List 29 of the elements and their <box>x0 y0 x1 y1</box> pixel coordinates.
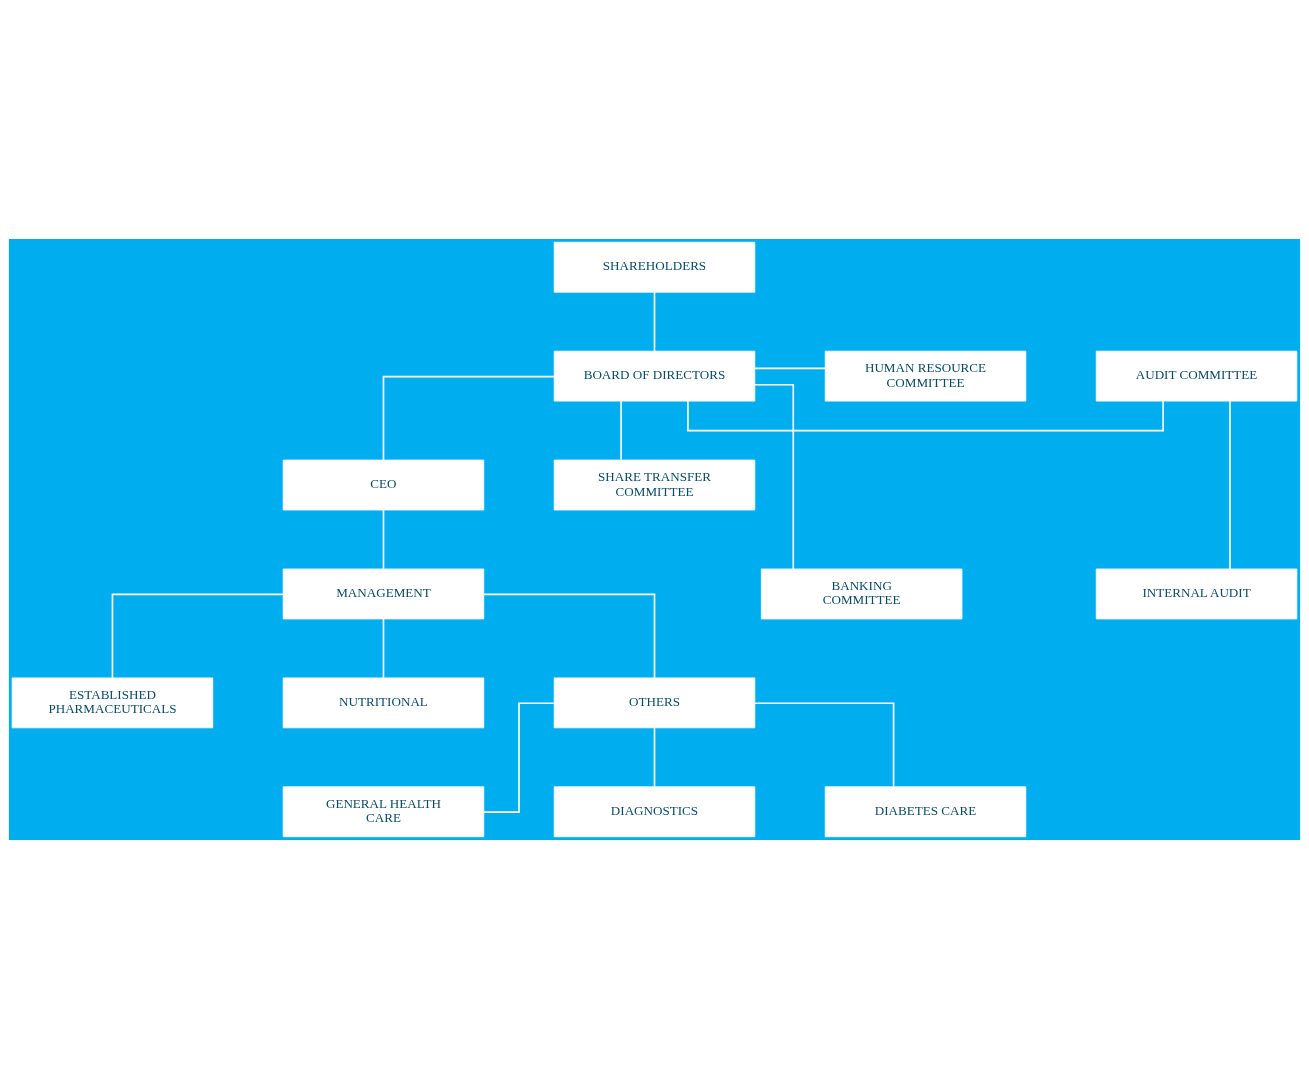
node-box: DIAGNOSTICS <box>553 785 756 837</box>
node-box: HUMAN RESOURCE COMMITTEE <box>824 350 1027 402</box>
connector <box>620 399 622 461</box>
connector <box>653 726 656 787</box>
node-box: NUTRITIONAL <box>282 676 485 728</box>
node-box: SHARE TRANSFER COMMITTEE <box>553 459 756 510</box>
node-box: SHAREHOLDERS <box>553 241 756 293</box>
node-box: BANKING COMMITTEE <box>760 568 963 619</box>
connector <box>382 617 385 678</box>
connector <box>754 383 795 570</box>
node-box: ESTABLISHED PHARMACEUTICALS <box>11 676 214 728</box>
node-box: AUDIT COMMITTEE <box>1095 350 1298 402</box>
connector <box>653 290 656 352</box>
node-box: GENERAL HEALTH CARE <box>282 785 485 837</box>
node-box: INTERNAL AUDIT <box>1095 568 1298 619</box>
node-box: MANAGEMENT <box>282 568 485 619</box>
connector <box>754 367 826 369</box>
connector <box>483 701 555 813</box>
connector <box>483 593 656 678</box>
connector <box>382 375 555 461</box>
node-box: DIABETES CARE <box>824 785 1027 837</box>
connector <box>382 508 385 570</box>
connector <box>1229 399 1231 570</box>
node-box: BOARD OF DIRECTORS <box>553 350 756 402</box>
connector <box>754 701 895 787</box>
node-box: OTHERS <box>553 676 756 728</box>
node-box: CEO <box>282 459 485 510</box>
connector <box>111 593 284 678</box>
connector <box>687 399 1164 431</box>
